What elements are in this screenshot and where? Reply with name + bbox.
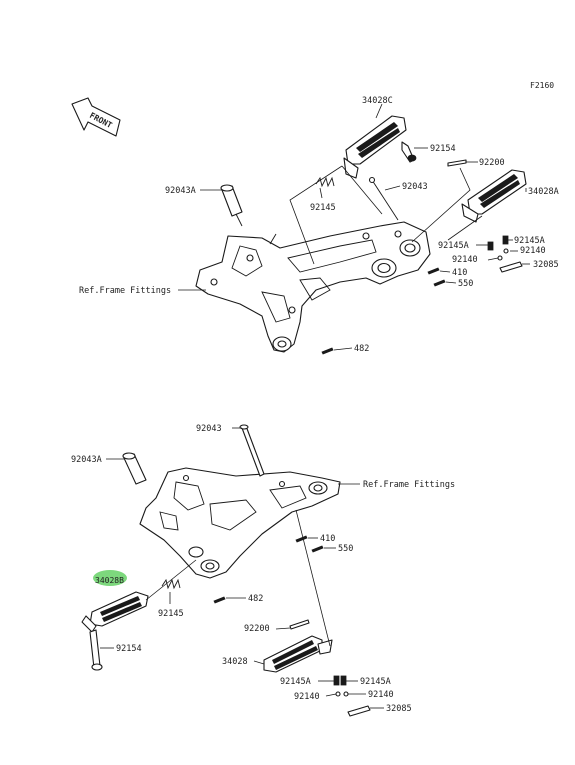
callout-92200-lower[interactable]: 92200 bbox=[244, 624, 270, 634]
footpeg-34028b bbox=[81, 570, 149, 633]
upper-assembly: 34028C 92154 92200 92043A 92043 34028A 9… bbox=[79, 96, 559, 355]
bolt-482-upper bbox=[321, 347, 334, 355]
callout-92140-upper-right[interactable]: 92140 bbox=[520, 246, 546, 256]
callout-32085-upper[interactable]: 32085 bbox=[533, 260, 559, 270]
ball-92140-upper bbox=[497, 248, 509, 261]
pin-92154-lower bbox=[89, 629, 103, 671]
bolt-410-upper bbox=[427, 267, 440, 275]
callout-92200-upper[interactable]: 92200 bbox=[479, 158, 505, 168]
callout-92145-upper[interactable]: 92145 bbox=[310, 203, 336, 213]
figure-code: F2160 bbox=[530, 81, 554, 90]
callout-482-upper[interactable]: 482 bbox=[354, 344, 369, 354]
callout-92043-lower[interactable]: 92043 bbox=[196, 424, 222, 434]
washer-550-lower bbox=[311, 545, 324, 553]
callout-92043a-upper[interactable]: 92043A bbox=[165, 186, 196, 196]
callout-92145a-upper-left[interactable]: 92145A bbox=[438, 241, 469, 251]
spring-92145-lower bbox=[161, 578, 181, 590]
footpeg-34028 bbox=[263, 635, 333, 673]
spring-92145a-upper-right bbox=[487, 235, 509, 251]
callout-482-lower[interactable]: 482 bbox=[248, 594, 263, 604]
callout-410-upper[interactable]: 410 bbox=[452, 268, 467, 278]
callout-ref-frame-upper[interactable]: Ref.Frame Fittings bbox=[79, 286, 171, 296]
callout-92140-upper-left[interactable]: 92140 bbox=[452, 255, 478, 265]
callout-34028c[interactable]: 34028C bbox=[362, 96, 393, 106]
bolt-92043-upper bbox=[368, 176, 399, 221]
callout-92140-lower-right[interactable]: 92140 bbox=[368, 690, 394, 700]
callout-92145-lower[interactable]: 92145 bbox=[158, 609, 184, 619]
front-arrow-icon: FRONT bbox=[71, 97, 121, 137]
bolt-92043a-upper bbox=[220, 184, 243, 227]
callout-ref-frame-lower[interactable]: Ref.Frame Fittings bbox=[363, 480, 455, 490]
callout-92154-upper[interactable]: 92154 bbox=[430, 144, 456, 154]
callout-32085-lower[interactable]: 32085 bbox=[386, 704, 412, 714]
lower-assembly: 92043 92043A Ref.Frame Fittings 34028B 4… bbox=[71, 424, 455, 717]
lower-leader-lines bbox=[100, 427, 384, 709]
callout-550-upper[interactable]: 550 bbox=[458, 279, 473, 289]
footpeg-34028a bbox=[461, 169, 527, 223]
callout-92140-lower-left[interactable]: 92140 bbox=[294, 692, 320, 702]
callout-34028[interactable]: 34028 bbox=[222, 657, 248, 667]
callout-92154-lower[interactable]: 92154 bbox=[116, 644, 142, 654]
bolt-410-lower bbox=[295, 535, 308, 543]
ball-92140-lower bbox=[335, 691, 349, 697]
bolt-482-lower bbox=[213, 596, 226, 604]
washer-92200-upper bbox=[447, 159, 467, 167]
callout-92043-upper[interactable]: 92043 bbox=[402, 182, 428, 192]
spring-92145-upper bbox=[315, 176, 335, 188]
lower-footpeg-bracket bbox=[139, 467, 341, 579]
upper-footpeg-bracket bbox=[195, 221, 431, 353]
plate-32085-upper bbox=[499, 261, 523, 273]
plate-32085-lower bbox=[347, 705, 371, 717]
spring-92145a-lower bbox=[333, 675, 347, 686]
pin-92154 bbox=[401, 141, 417, 163]
callout-92043a-lower[interactable]: 92043A bbox=[71, 455, 102, 465]
callout-34028a[interactable]: 34028A bbox=[528, 187, 559, 197]
washer-92200-lower bbox=[289, 619, 310, 630]
highlight-34028b bbox=[93, 570, 127, 586]
callout-550-lower[interactable]: 550 bbox=[338, 544, 353, 554]
washer-550-upper bbox=[433, 279, 446, 287]
callout-92145a-upper-right[interactable]: 92145A bbox=[514, 236, 545, 246]
bolt-92043a-lower bbox=[122, 452, 147, 485]
callout-92145a-lower-right[interactable]: 92145A bbox=[360, 677, 391, 687]
bolt-92043-lower bbox=[239, 424, 265, 477]
callout-34028b[interactable]: 34028B bbox=[95, 576, 124, 585]
callout-410-lower[interactable]: 410 bbox=[320, 534, 335, 544]
callout-92145a-lower-left[interactable]: 92145A bbox=[280, 677, 311, 687]
footpeg-34028c bbox=[343, 115, 407, 179]
upper-leader-lines bbox=[178, 103, 530, 351]
